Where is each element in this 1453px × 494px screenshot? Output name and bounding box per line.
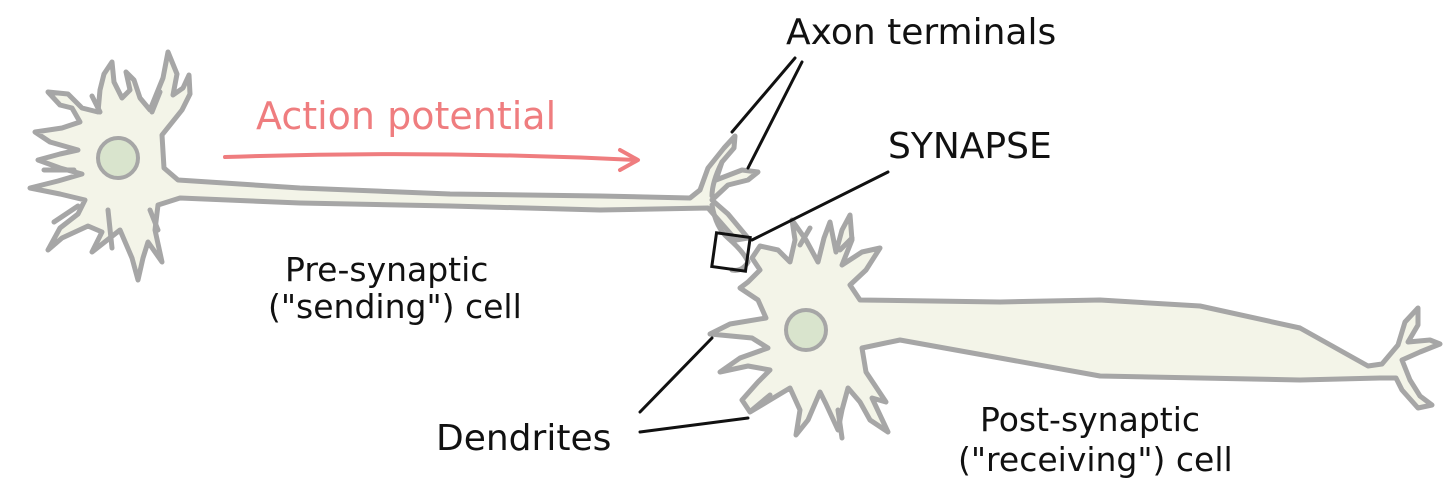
axon-terminals-label: Axon terminals — [786, 12, 1057, 53]
synapse-label: SYNAPSE — [888, 126, 1052, 167]
postsynaptic-nucleus — [784, 308, 828, 352]
postsynaptic-neuron — [707, 212, 1443, 441]
action-potential-label: Action potential — [256, 94, 557, 138]
presynaptic-neuron — [27, 49, 761, 283]
postsynaptic-label-line2: ("receiving") cell — [958, 440, 1233, 479]
synapse-box — [710, 231, 752, 273]
action-potential-arrow — [223, 148, 640, 172]
pointer-lines — [638, 56, 890, 434]
action-potential-arrow-head — [618, 148, 640, 172]
presynaptic-dendrite — [41, 89, 163, 251]
synapse-pointer — [750, 170, 890, 242]
postsynaptic-dendrite — [749, 225, 855, 441]
presynaptic-cell-body — [27, 49, 761, 283]
action-potential-arrow-line — [223, 152, 638, 162]
dendrites-label: Dendrites — [436, 418, 612, 459]
axon-terminals-pointer-1 — [730, 56, 797, 134]
postsynaptic-label-line1: Post-synaptic — [980, 400, 1201, 439]
axon-terminals-pointer-2 — [746, 60, 804, 170]
presynaptic-label-line2: ("sending") cell — [268, 287, 522, 326]
axon-terminal-lower — [709, 202, 751, 273]
presynaptic-nucleus — [96, 136, 140, 180]
axon-terminal-upper — [709, 159, 725, 199]
postsynaptic-cell-body — [707, 212, 1443, 438]
presynaptic-label-line1: Pre-synaptic — [285, 250, 489, 289]
axon-terminals-shape — [709, 159, 751, 273]
dendrites-pointer-1 — [638, 336, 714, 414]
dendrites-pointer-2 — [638, 416, 750, 434]
